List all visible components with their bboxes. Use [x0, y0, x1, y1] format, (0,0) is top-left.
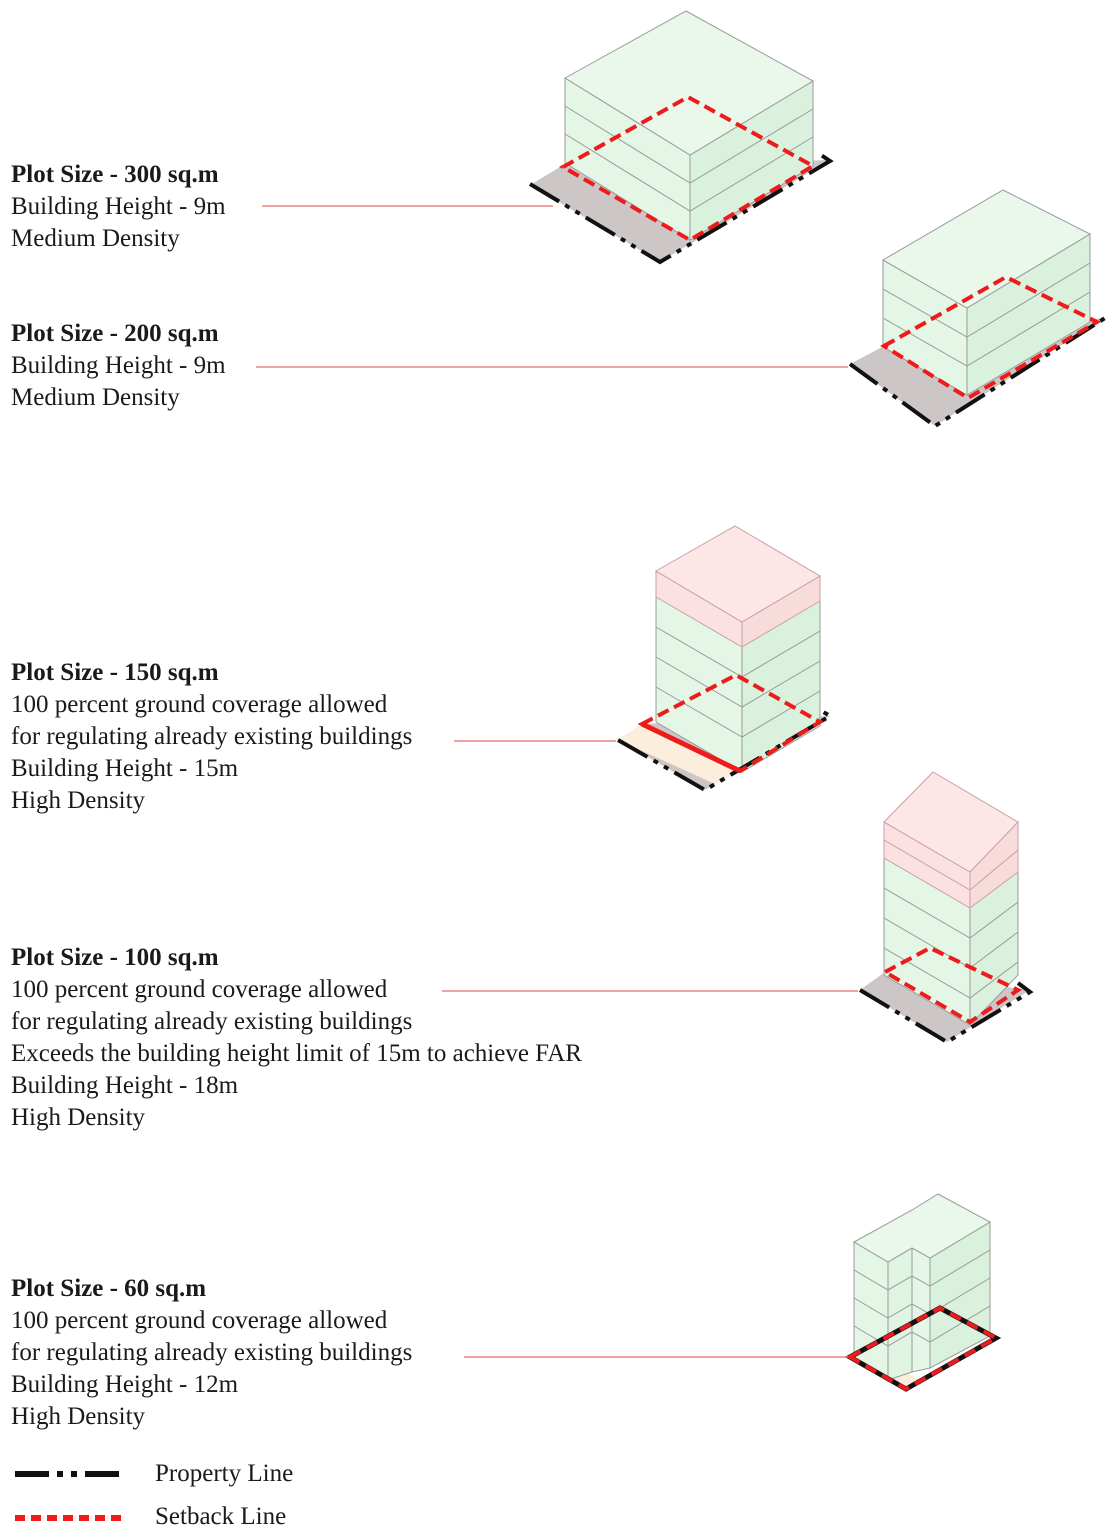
- case-line: Medium Density: [11, 384, 180, 411]
- case-line: for regulating already existing building…: [11, 1339, 413, 1366]
- case-line: for regulating already existing building…: [11, 723, 413, 750]
- case-line: Medium Density: [11, 225, 180, 252]
- setback-line: [880, 945, 1023, 1025]
- case-line: Building Height - 9m: [11, 352, 226, 379]
- legend-property-line-label: Property Line: [155, 1460, 294, 1487]
- case-line: High Density: [11, 1104, 146, 1131]
- case-title: Plot Size - 60 sq.m: [11, 1275, 207, 1302]
- case-line: High Density: [11, 1403, 146, 1430]
- case-title: Plot Size - 300 sq.m: [11, 161, 219, 188]
- case-line: Building Height - 12m: [11, 1371, 239, 1398]
- setback-line: [880, 274, 1102, 401]
- case-title: Plot Size - 100 sq.m: [11, 944, 219, 971]
- case-line: Building Height - 15m: [11, 755, 239, 782]
- case-title: Plot Size - 200 sq.m: [11, 320, 219, 347]
- property-line: [528, 151, 834, 265]
- case-line: Exceeds the building height limit of 15m…: [11, 1040, 582, 1067]
- building-200: [848, 189, 1107, 429]
- case-line: for regulating already existing building…: [11, 1008, 413, 1035]
- case-line: Building Height - 18m: [11, 1072, 239, 1099]
- setback-line: [558, 94, 818, 243]
- case-line: High Density: [11, 787, 146, 814]
- building-100: [858, 771, 1034, 1045]
- legend-setback-line-label: Setback Line: [155, 1503, 287, 1530]
- case-60-label: Plot Size - 60 sq.m 100 percent ground c…: [11, 1273, 412, 1433]
- case-200-label: Plot Size - 200 sq.m Building Height - 9…: [11, 318, 226, 414]
- case-100-label: Plot Size - 100 sq.m 100 percent ground …: [11, 942, 582, 1134]
- setback-line: [845, 1305, 1001, 1392]
- building-60: [844, 1193, 1002, 1392]
- case-line: 100 percent ground coverage allowed: [11, 976, 388, 1003]
- property-line: [858, 981, 1034, 1045]
- case-300-label: Plot Size - 300 sq.m Building Height - 9…: [11, 159, 226, 255]
- building-300: [528, 10, 834, 265]
- case-line: 100 percent ground coverage allowed: [11, 1307, 388, 1334]
- building-150: [617, 525, 834, 793]
- case-title: Plot Size - 150 sq.m: [11, 659, 219, 686]
- case-line: 100 percent ground coverage allowed: [11, 691, 388, 718]
- case-line: Building Height - 9m: [11, 193, 226, 220]
- case-150-label: Plot Size - 150 sq.m 100 percent ground …: [11, 657, 412, 817]
- property-line: [848, 316, 1107, 429]
